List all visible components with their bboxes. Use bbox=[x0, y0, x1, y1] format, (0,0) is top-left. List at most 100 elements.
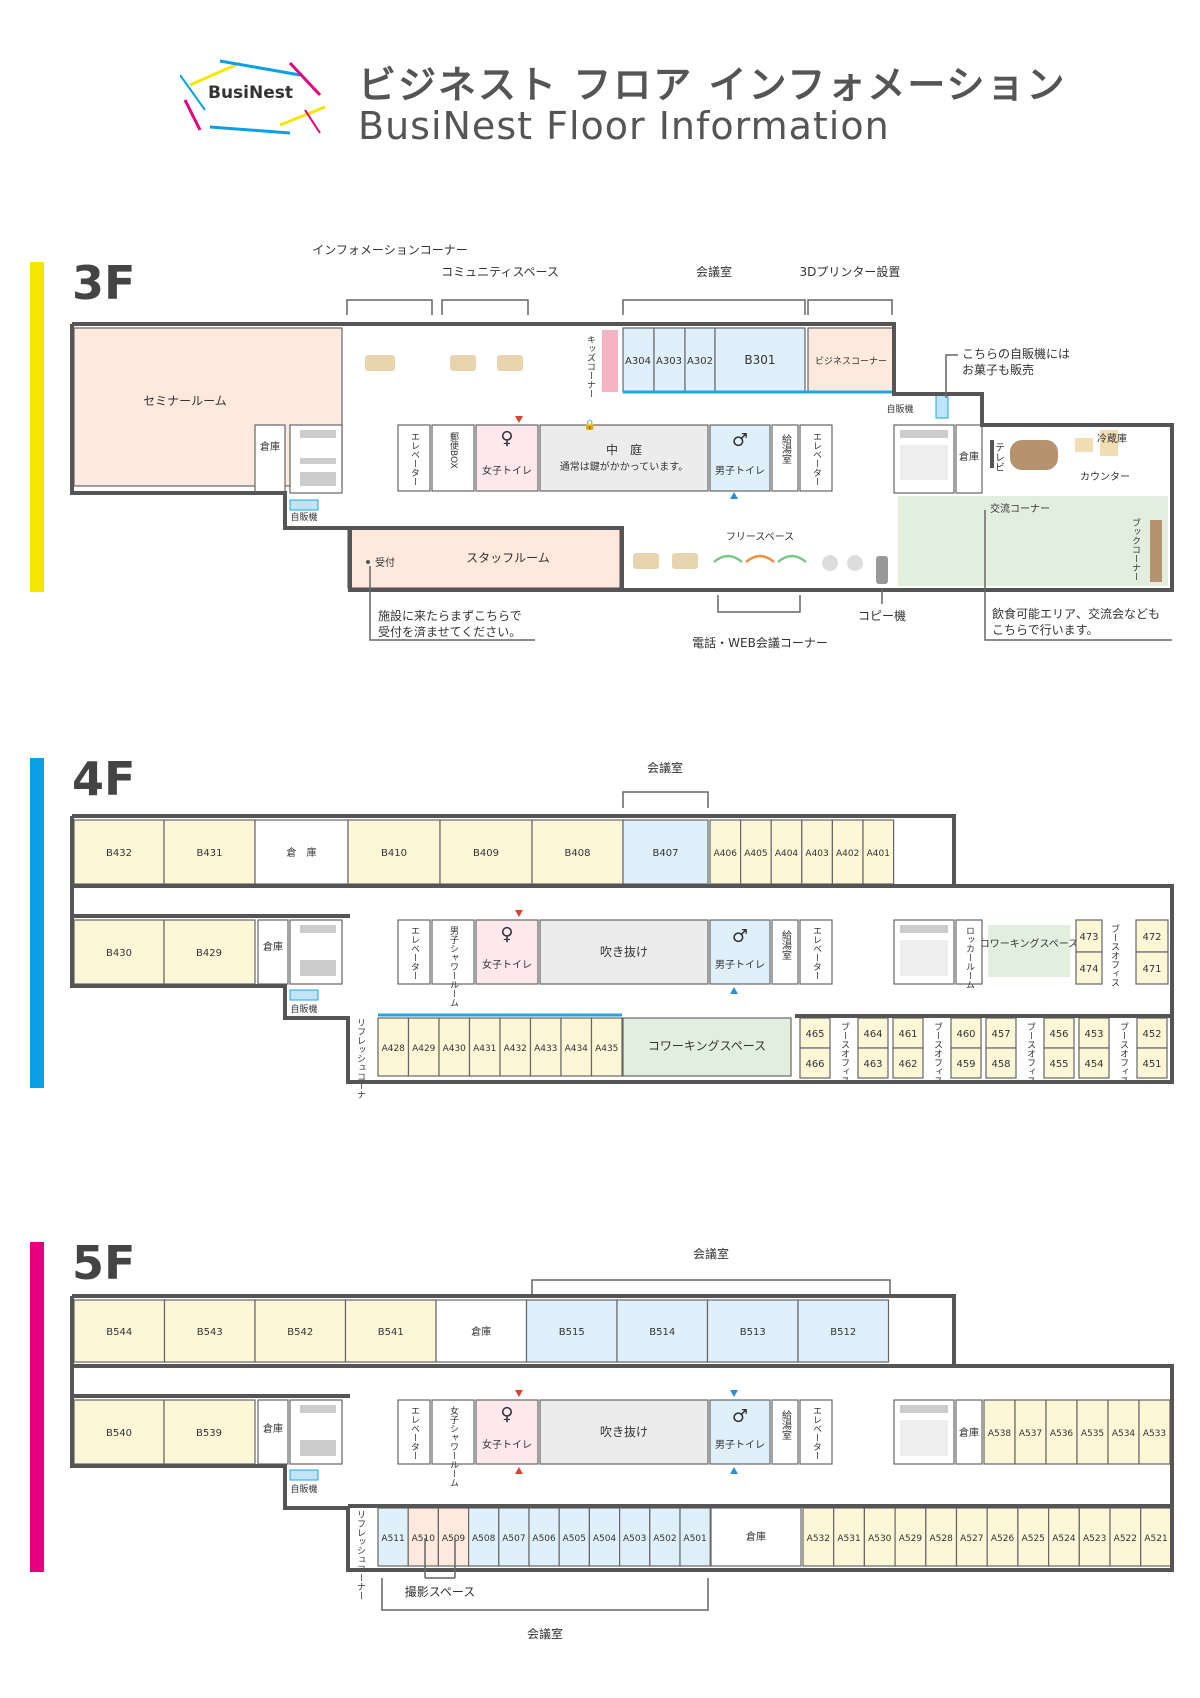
room-4f-small-3[interactable] bbox=[801, 819, 833, 885]
coworking-4f-bottom[interactable] bbox=[622, 1017, 792, 1077]
storage-4f[interactable] bbox=[257, 919, 289, 985]
vending-3f-left[interactable] bbox=[289, 499, 319, 511]
storage-5f-right[interactable] bbox=[955, 1399, 983, 1465]
room-b539[interactable] bbox=[163, 1399, 256, 1465]
room-5f-top-3[interactable] bbox=[344, 1299, 437, 1363]
room-4f-a-2[interactable] bbox=[438, 1017, 471, 1077]
room-5f-bottom-1[interactable] bbox=[407, 1507, 440, 1567]
room-4f-small-2[interactable] bbox=[770, 819, 803, 885]
booth-4f-466[interactable] bbox=[799, 1047, 831, 1079]
room-4f-top-4[interactable] bbox=[439, 819, 533, 885]
room-5f-bottom-9[interactable] bbox=[649, 1507, 681, 1567]
vending-4f[interactable] bbox=[289, 989, 319, 1001]
room-b430[interactable] bbox=[73, 919, 165, 985]
locker-room[interactable] bbox=[955, 919, 983, 985]
room-5f-top-1[interactable] bbox=[163, 1299, 256, 1363]
booth-4f-458[interactable] bbox=[985, 1047, 1017, 1079]
room-4f-top-5[interactable] bbox=[531, 819, 624, 885]
room-b301[interactable] bbox=[714, 327, 806, 393]
room-4f-small-0[interactable] bbox=[709, 819, 742, 885]
room-4f-top-1[interactable] bbox=[163, 819, 256, 885]
room-5f-bottomright-11[interactable] bbox=[1140, 1507, 1172, 1567]
shower-male-4f[interactable] bbox=[431, 919, 475, 985]
room-4f-a-0[interactable] bbox=[377, 1017, 410, 1077]
booth-4f-454[interactable] bbox=[1078, 1047, 1110, 1079]
room-5f-bottom-5[interactable] bbox=[528, 1507, 560, 1567]
kitchen-3f[interactable] bbox=[771, 424, 799, 492]
room-5f-right-3[interactable] bbox=[1076, 1399, 1109, 1465]
room-5f-top-8[interactable] bbox=[797, 1299, 890, 1363]
room-4f-small-1[interactable] bbox=[739, 819, 772, 885]
booth-474[interactable] bbox=[1075, 951, 1103, 985]
room-5f-bottom-6-label: A505 bbox=[563, 1534, 586, 1544]
storage-3f-right[interactable] bbox=[955, 424, 983, 494]
storage-5f-bottom[interactable] bbox=[710, 1507, 802, 1567]
room-5f-right-2[interactable] bbox=[1045, 1399, 1078, 1465]
vending-5f[interactable] bbox=[289, 1469, 319, 1481]
booth-4f-461[interactable] bbox=[892, 1017, 924, 1049]
wc-female-3f[interactable] bbox=[475, 424, 539, 492]
staff-room[interactable] bbox=[347, 527, 621, 589]
booth-4f-462[interactable] bbox=[892, 1047, 924, 1079]
book-corner[interactable] bbox=[1150, 520, 1162, 582]
coworking-4f-right[interactable] bbox=[988, 925, 1070, 977]
storage-5f[interactable] bbox=[257, 1399, 289, 1465]
room-5f-bottomright-7[interactable] bbox=[1017, 1507, 1050, 1567]
wc-female-5f[interactable] bbox=[475, 1399, 539, 1465]
room-5f-right-0[interactable] bbox=[983, 1399, 1016, 1465]
business-corner[interactable] bbox=[807, 327, 895, 393]
kitchen-4f[interactable] bbox=[771, 919, 799, 985]
elevator-3f-right[interactable] bbox=[799, 424, 833, 492]
storage-3f[interactable] bbox=[254, 424, 286, 494]
booth-4f-463[interactable] bbox=[857, 1047, 889, 1079]
kitchen-5f[interactable] bbox=[771, 1399, 799, 1465]
room-5f-top-5[interactable] bbox=[525, 1299, 618, 1363]
room-5f-right-1[interactable] bbox=[1014, 1399, 1047, 1465]
booth-473[interactable] bbox=[1075, 919, 1103, 953]
room-5f-top-7[interactable] bbox=[706, 1299, 799, 1363]
room-4f-a-7[interactable] bbox=[590, 1017, 623, 1077]
booth-472[interactable] bbox=[1135, 919, 1169, 953]
wc-male-5f[interactable] bbox=[709, 1399, 771, 1465]
wc-male-4f[interactable] bbox=[709, 919, 771, 985]
kids-corner[interactable] bbox=[602, 330, 618, 392]
room-5f-bottom-8[interactable] bbox=[618, 1507, 651, 1567]
booth-4f-460[interactable] bbox=[950, 1017, 982, 1049]
room-4f-top-3[interactable] bbox=[347, 819, 441, 885]
room-5f-bottomright-9[interactable] bbox=[1078, 1507, 1111, 1567]
booth-4f-459[interactable] bbox=[950, 1047, 982, 1079]
room-a303[interactable] bbox=[653, 327, 686, 393]
room-5f-top-2[interactable] bbox=[254, 1299, 347, 1363]
exchange-corner[interactable] bbox=[898, 496, 1168, 586]
room-b429-label: B429 bbox=[196, 948, 222, 959]
wc-male-3f[interactable] bbox=[709, 424, 771, 492]
shower-female-5f[interactable] bbox=[431, 1399, 475, 1465]
room-5f-top-0[interactable] bbox=[73, 1299, 166, 1363]
wc-female-4f[interactable] bbox=[475, 919, 539, 985]
elevator-3f-left[interactable] bbox=[397, 424, 431, 492]
elevator-5f-right[interactable] bbox=[799, 1399, 833, 1465]
mailbox[interactable] bbox=[431, 424, 475, 492]
room-5f-bottomright-10[interactable] bbox=[1109, 1507, 1142, 1567]
room-b429[interactable] bbox=[163, 919, 256, 985]
elevator-4f-right[interactable] bbox=[799, 919, 833, 985]
room-4f-a-6-label: A434 bbox=[565, 1044, 589, 1054]
room-5f-top-6[interactable] bbox=[616, 1299, 709, 1363]
room-4f-a-1[interactable] bbox=[407, 1017, 440, 1077]
booth-4f-451[interactable] bbox=[1136, 1047, 1168, 1079]
room-5f-bottom-0[interactable] bbox=[377, 1507, 409, 1567]
booth-471[interactable] bbox=[1135, 951, 1169, 985]
booth-4f-457[interactable] bbox=[985, 1017, 1017, 1049]
room-5f-bottomright-0[interactable] bbox=[802, 1507, 835, 1567]
copy-machine[interactable] bbox=[876, 556, 888, 584]
elevator-4f-left[interactable] bbox=[397, 919, 431, 985]
elevator-5f-left[interactable] bbox=[397, 1399, 431, 1465]
room-4f-a-5[interactable] bbox=[529, 1017, 562, 1077]
room-5f-top-4[interactable] bbox=[435, 1299, 528, 1363]
room-5f-bottom-3[interactable] bbox=[468, 1507, 500, 1567]
room-5f-bottom-4[interactable] bbox=[498, 1507, 530, 1567]
room-5f-bottomright-7-label: A525 bbox=[1022, 1534, 1045, 1544]
booth-4f-455[interactable] bbox=[1043, 1047, 1075, 1079]
room-4f-a-0-label: A428 bbox=[382, 1044, 406, 1054]
room-5f-right-5[interactable] bbox=[1138, 1399, 1171, 1465]
